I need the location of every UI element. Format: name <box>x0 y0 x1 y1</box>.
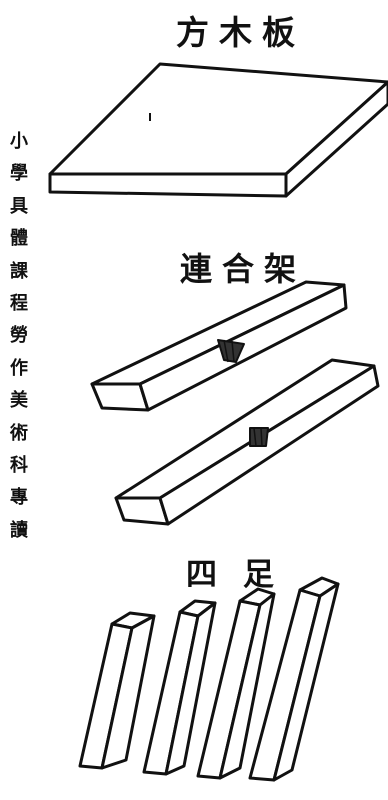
joined-frame-upper-bar <box>90 280 348 412</box>
leg <box>142 599 217 776</box>
leg <box>78 611 156 770</box>
title-square-wood-board: 方木板 <box>176 13 305 52</box>
leg <box>248 576 340 782</box>
square-wood-board <box>48 62 388 198</box>
vertical-side-caption: 小學具體課程勞作美術科專讀 <box>10 131 28 541</box>
joined-frame-lower-bar <box>114 358 380 526</box>
leg <box>196 587 276 780</box>
title-four-legs: 四足 <box>186 557 300 593</box>
title-joined-frame: 連合架 <box>180 250 307 288</box>
